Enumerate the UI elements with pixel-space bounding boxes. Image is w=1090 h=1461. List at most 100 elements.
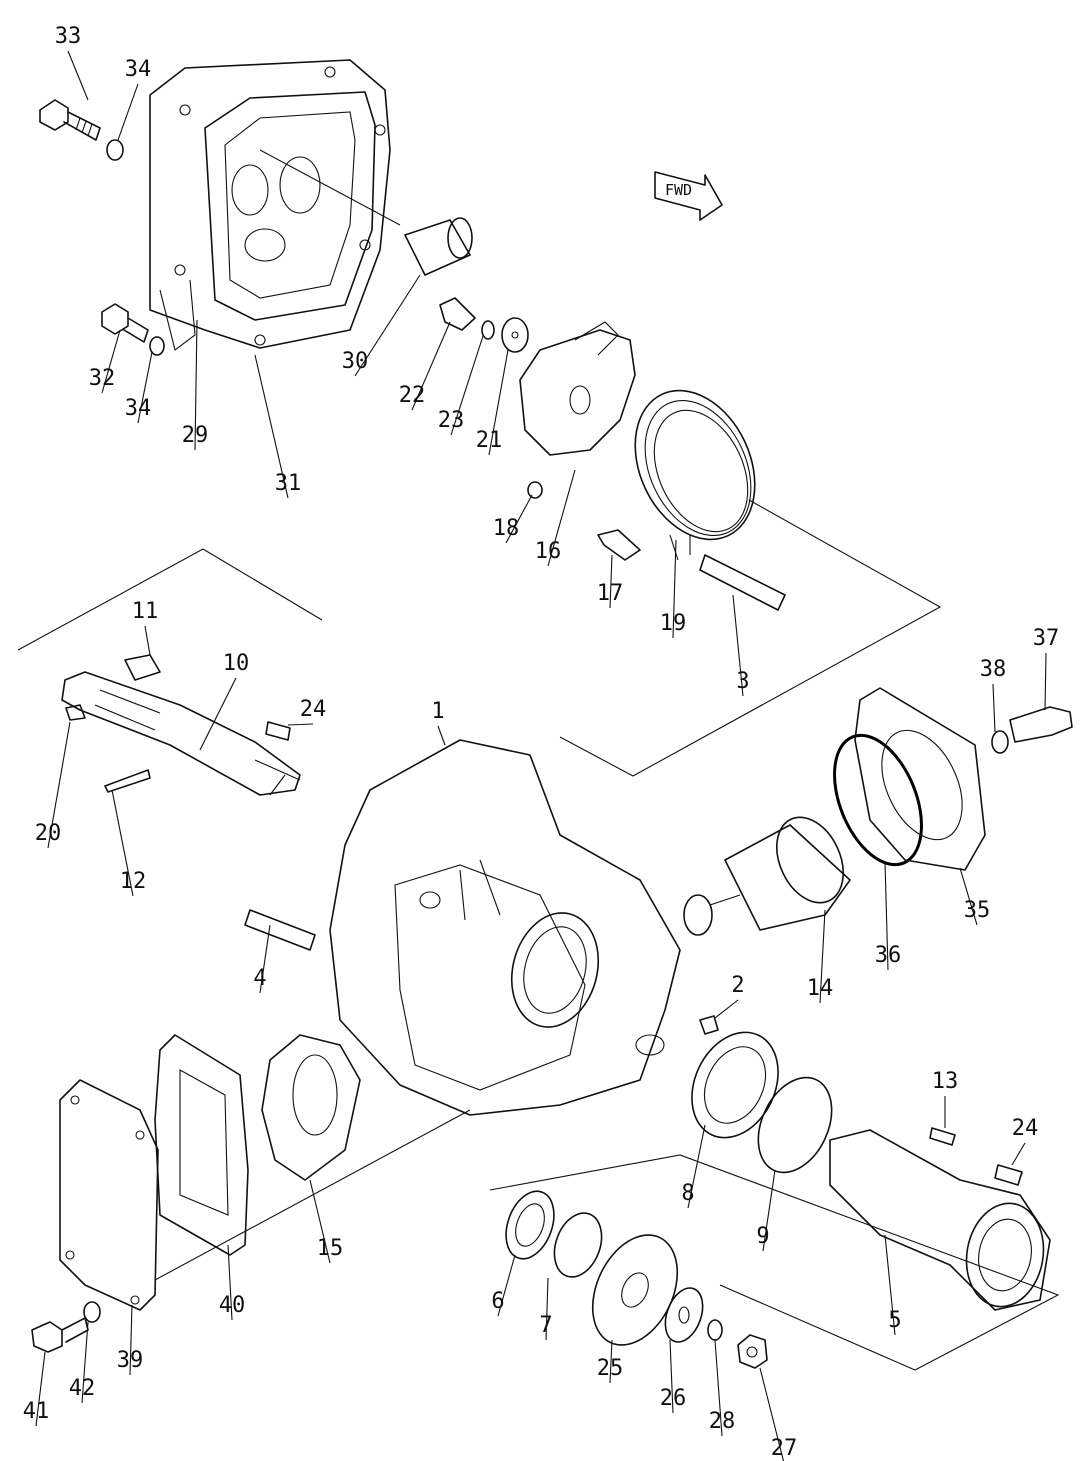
callout-c24a: 24 <box>300 697 327 722</box>
callout-c23: 23 <box>438 408 465 433</box>
bearing-part-8 <box>691 1031 779 1139</box>
callout-c7: 7 <box>539 1313 552 1338</box>
leader-c27 <box>759 1367 785 1461</box>
callout-c12: 12 <box>120 869 147 894</box>
leader-c35 <box>959 867 978 926</box>
leader-c1 <box>437 725 446 746</box>
callout-c29: 29 <box>182 423 209 448</box>
leader-c38 <box>992 683 996 733</box>
callout-c9: 9 <box>756 1224 769 1249</box>
callout-c36: 36 <box>875 943 902 968</box>
cover-part-35 <box>854 687 986 871</box>
callout-c14: 14 <box>807 976 834 1001</box>
leader-c37 <box>1044 652 1047 711</box>
washer-part-34-lower <box>149 336 165 356</box>
washer-part-38 <box>991 730 1009 754</box>
leader-c22 <box>411 321 451 411</box>
callout-c4: 4 <box>253 966 266 991</box>
key-part-24-lower <box>994 1164 1023 1186</box>
output-shaft-part-5 <box>829 1129 1051 1311</box>
gasket-part-40 <box>154 1034 249 1256</box>
leader-c24b <box>1011 1142 1026 1166</box>
nut-part-27 <box>737 1334 768 1369</box>
pin-part-18 <box>527 481 543 499</box>
callout-c16: 16 <box>535 539 562 564</box>
callout-c19: 19 <box>660 611 687 636</box>
leader-c18 <box>505 494 533 544</box>
leader-c40 <box>227 1244 233 1321</box>
callout-c27: 27 <box>771 1436 798 1461</box>
fwd-label: FWD <box>665 181 692 199</box>
pin-part-3 <box>699 554 786 611</box>
bolt-part-41 <box>31 1317 89 1353</box>
plug-part-22 <box>439 297 476 331</box>
leader-c30 <box>354 274 421 377</box>
key-part-20 <box>65 704 86 721</box>
callout-c26: 26 <box>660 1386 687 1411</box>
leader-c8 <box>687 1124 706 1209</box>
piston-part-14 <box>683 816 851 936</box>
leader-c41 <box>35 1351 46 1427</box>
callout-c28: 28 <box>709 1409 736 1434</box>
leader-c11 <box>144 625 151 656</box>
leader-c12 <box>111 789 134 897</box>
leader-c36 <box>884 861 889 971</box>
leader-c4 <box>259 924 271 994</box>
leader-c6 <box>497 1254 516 1317</box>
callout-c37: 37 <box>1033 626 1060 651</box>
fwd-direction-marker: FWD <box>654 171 723 221</box>
bolt-part-33 <box>39 99 101 141</box>
bolt-part-32 <box>101 303 149 343</box>
snap-ring-part-7 <box>553 1212 603 1278</box>
callout-c8: 8 <box>681 1181 694 1206</box>
spring-part-19 <box>634 389 756 561</box>
leader-c7 <box>545 1277 549 1341</box>
callout-c30: 30 <box>342 349 369 374</box>
callout-c20: 20 <box>35 821 62 846</box>
pin-part-17 <box>597 529 641 561</box>
callout-c1: 1 <box>431 699 444 724</box>
leader-c39 <box>129 1304 133 1376</box>
pin-part-4 <box>244 909 316 951</box>
callout-c11: 11 <box>132 599 159 624</box>
callout-c31: 31 <box>275 471 302 496</box>
washer-part-21 <box>501 317 529 353</box>
reference-frame-lower-right <box>489 1154 1060 1371</box>
leader-c31 <box>254 354 289 499</box>
o-ring-part-36 <box>833 733 923 867</box>
key-part-11 <box>124 654 161 681</box>
shaft-part-10 <box>61 671 301 796</box>
callout-c24b: 24 <box>1012 1116 1039 1141</box>
leader-c19 <box>672 539 677 639</box>
callout-c33: 33 <box>55 24 82 49</box>
leader-c26 <box>669 1339 674 1414</box>
plug-part-2 <box>699 1015 719 1035</box>
callout-c5: 5 <box>888 1308 901 1333</box>
callout-c42: 42 <box>69 1376 96 1401</box>
callout-c32: 32 <box>89 366 116 391</box>
leader-c20 <box>47 721 71 849</box>
leader-c3 <box>732 594 744 697</box>
leader-c2 <box>714 999 739 1019</box>
bolt-part-37 <box>1009 706 1073 743</box>
callout-c15: 15 <box>317 1236 344 1261</box>
leader-c15 <box>309 1179 331 1264</box>
washer-part-42 <box>83 1301 101 1323</box>
callout-c34a: 34 <box>125 57 152 82</box>
callout-c17: 17 <box>597 581 624 606</box>
callout-c13: 13 <box>932 1069 959 1094</box>
rear-cover-part-31 <box>149 59 401 349</box>
leader-c34a <box>117 83 139 141</box>
callout-c25a: 25 <box>597 1356 624 1381</box>
plate-part-25 <box>591 1234 679 1346</box>
washer-part-26 <box>664 1287 704 1343</box>
leader-c24a <box>287 723 314 726</box>
reference-frame-upper <box>17 499 942 777</box>
leader-c16 <box>547 469 576 567</box>
lever-part-16 <box>519 321 636 456</box>
leader-c17 <box>609 554 613 609</box>
gasket-part-29 <box>159 279 196 351</box>
callout-c39: 39 <box>117 1348 144 1373</box>
leader-c14 <box>819 909 826 1004</box>
